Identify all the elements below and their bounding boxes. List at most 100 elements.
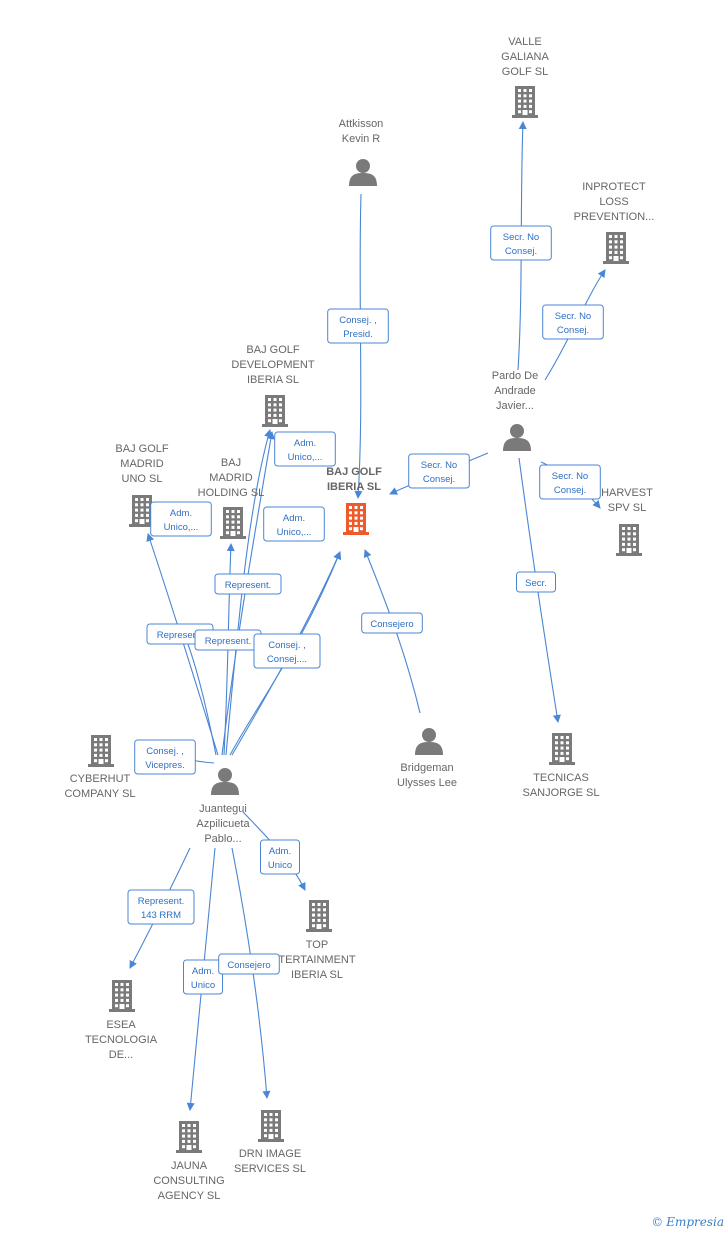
edge-label-juantegui-to-bajdev[interactable]: Represent. <box>214 573 282 595</box>
building-icon <box>616 524 642 556</box>
edge-label-juantegui-to-cyberhut[interactable]: Consej. ,Vicepres. <box>134 739 196 775</box>
building-icon <box>512 86 538 118</box>
node-label-line: UNO SL <box>122 473 163 485</box>
node-label-line: TECNOLOGIA <box>85 1034 158 1046</box>
brand-name: Empresia <box>666 1215 724 1229</box>
edge-label-juantegui-to-bajmadriduno[interactable]: Adm. Unico,... <box>150 501 212 537</box>
node-label-line: BAJ <box>221 457 241 469</box>
node-label-line: Bridgeman <box>400 762 453 774</box>
edge-label-pardo-to-tecnicas[interactable]: Secr. <box>516 571 556 593</box>
edge-label-line: Consej. <box>557 325 589 336</box>
node-tecnicas[interactable]: TECNICAS SANJORGE SL <box>522 733 600 799</box>
edge-label-line: Unico <box>268 860 292 871</box>
edge-label-attkisson-to-bajiberia[interactable]: Consej. ,Presid. <box>327 308 389 344</box>
edge-label-line: Represent. <box>138 896 184 907</box>
node-label-line: IBERIA SL <box>327 481 381 493</box>
node-pardo[interactable]: Pardo DeAndradeJavier... <box>492 370 538 451</box>
edge-label-line: Adm. <box>294 438 316 449</box>
node-label-line: VALLE <box>508 36 541 48</box>
edge-label-juantegui-to-bajiberia[interactable]: Consej. ,Consej.... <box>253 633 321 669</box>
node-label-line: SANJORGE SL <box>522 787 599 799</box>
node-label-line: CONSULTING <box>153 1175 224 1187</box>
node-label-line: INPROTECT <box>582 181 646 193</box>
edge-juantegui-to-bajdev <box>225 429 272 756</box>
building-icon <box>603 232 629 264</box>
node-label-line: Ulysses Lee <box>397 777 457 789</box>
node-label-line: DRN IMAGE <box>239 1148 301 1160</box>
edge-label-juantegui-to-jauna[interactable]: Adm.Unico <box>183 959 223 995</box>
edge-label-juantegui-to-esea[interactable]: Represent. 143 RRM <box>127 889 195 925</box>
edge-label-pardo-to-inprotect[interactable]: Secr. No Consej. <box>542 304 604 340</box>
building-icon <box>176 1121 202 1153</box>
edge-label-line: Represent. <box>205 636 251 647</box>
node-label-line: Azpilicueta <box>196 818 250 830</box>
edge-label-juantegui-to-drn[interactable]: Consejero <box>218 953 280 975</box>
edge-label-line: Secr. No <box>555 311 591 322</box>
node-label-line: Attkisson <box>339 118 384 130</box>
empresia-brand[interactable]: ©Empresia <box>651 1215 724 1229</box>
building-icon <box>129 495 155 527</box>
node-label-line: GALIANA <box>501 51 549 63</box>
edge-label-juantegui-to-bajiberia[interactable]: Adm.Unico,... <box>263 506 325 542</box>
building-icon <box>258 1110 284 1142</box>
edge-label-line: Unico,... <box>164 522 199 533</box>
edge-label-line: Consej. <box>505 246 537 257</box>
node-label-line: DE... <box>109 1049 133 1061</box>
person-icon <box>349 159 377 186</box>
node-bajmadriduno[interactable]: BAJ GOLF MADRID UNO SL <box>115 443 169 527</box>
copyright-symbol: © <box>651 1215 664 1229</box>
edge-label-bridgeman-to-bajiberia[interactable]: Consejero <box>361 612 423 634</box>
node-label-line: Juantegui <box>199 803 247 815</box>
node-label-line: Pablo... <box>204 833 241 845</box>
edge-label-line: Consej. <box>554 485 586 496</box>
building-icon <box>109 980 135 1012</box>
node-inprotect[interactable]: INPROTECT LOSS PREVENTION... <box>574 181 655 264</box>
node-label-line: IBERIA SL <box>247 374 299 386</box>
edge-label-line: Adm. <box>170 508 192 519</box>
edge-label-line: Consejero <box>227 960 270 971</box>
building-icon <box>262 395 288 427</box>
node-label-line: LOSS <box>599 196 628 208</box>
edge-label-juantegui-to-bajmadridholding[interactable]: Represent. <box>194 629 262 651</box>
node-label-line: Pardo De <box>492 370 538 382</box>
person-icon <box>211 768 239 795</box>
node-label-line: BAJ GOLF <box>115 443 168 455</box>
node-bajiberia[interactable]: BAJ GOLF IBERIA SL <box>326 466 382 535</box>
node-label-line: BAJ GOLF <box>326 466 382 478</box>
building-icon <box>220 507 246 539</box>
node-label-line: MADRID <box>120 458 163 470</box>
node-label-line: IBERIA SL <box>291 969 343 981</box>
node-label-line: DEVELOPMENT <box>231 359 314 371</box>
edge-label-line: 143 RRM <box>141 910 181 921</box>
node-label-line: HOLDING SL <box>198 487 265 499</box>
node-label-line: Kevin R <box>342 133 381 145</box>
edge-label-line: Adm. <box>192 966 214 977</box>
edge-label-line: Vicepres. <box>145 760 184 771</box>
edge-label-line: Adm. <box>269 846 291 857</box>
edge-label-line: Consej. , <box>339 315 377 326</box>
node-label-line: TECNICAS <box>533 772 589 784</box>
edge-label-line: Secr. No <box>503 232 539 243</box>
edge-label-juantegui-to-bajdev[interactable]: Adm.Unico,... <box>274 431 336 467</box>
node-label-line: Andrade <box>494 385 536 397</box>
node-juantegui[interactable]: JuanteguiAzpilicuetaPablo... <box>196 768 250 845</box>
node-label-line: SPV SL <box>608 502 647 514</box>
node-label-line: PREVENTION... <box>574 211 655 223</box>
building-icon <box>306 900 332 932</box>
node-esea[interactable]: ESEATECNOLOGIADE... <box>85 980 158 1061</box>
edge-label-juantegui-to-top[interactable]: Adm. Unico <box>260 839 300 875</box>
edge-label-pardo-to-valle[interactable]: Secr. No Consej. <box>490 225 552 261</box>
